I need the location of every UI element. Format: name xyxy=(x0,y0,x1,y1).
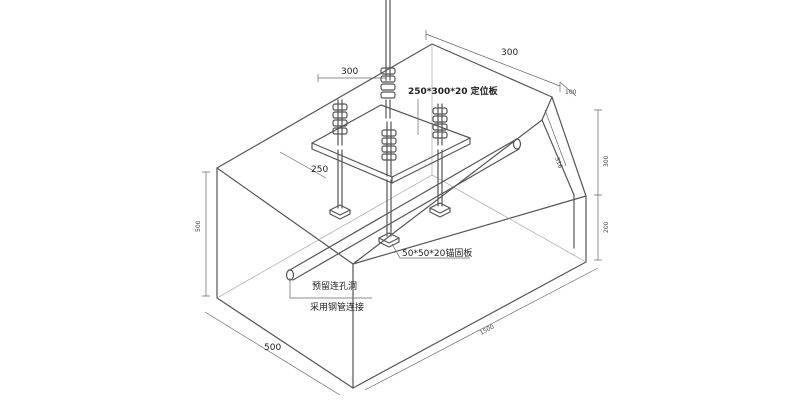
concrete-block xyxy=(216,43,587,389)
leader-lines xyxy=(289,99,470,299)
bolt-back xyxy=(380,67,396,99)
dim-300-right: 300 xyxy=(603,155,610,167)
bolt-left xyxy=(332,99,348,146)
dim-plate-top: 300 xyxy=(341,67,358,77)
pipe-label-line2: 采用钢管连接 xyxy=(310,301,364,313)
dim-316: 316 xyxy=(553,156,564,169)
positioning-plate xyxy=(311,104,471,184)
dim-plate-side: 250 xyxy=(311,165,328,175)
dim-1500: 1500 xyxy=(479,323,496,336)
anchor-plate-label: 50*50*20锚固板 xyxy=(402,247,472,259)
dim-500-bottom: 500 xyxy=(264,343,281,353)
dim-100: 100 xyxy=(565,89,577,96)
dim-200: 200 xyxy=(603,221,610,233)
bolt-front xyxy=(381,121,397,177)
pipe-label-line1: 预留连孔洞 xyxy=(312,280,357,292)
bolt-right xyxy=(432,103,448,146)
plate-label: 250*300*20 定位板 xyxy=(408,85,499,97)
anchor-rods xyxy=(337,0,443,237)
dimension-lines xyxy=(202,30,602,396)
dim-top-300: 300 xyxy=(501,48,518,58)
dim-500-left: 500 xyxy=(195,220,202,232)
anchor-plates xyxy=(329,202,451,248)
